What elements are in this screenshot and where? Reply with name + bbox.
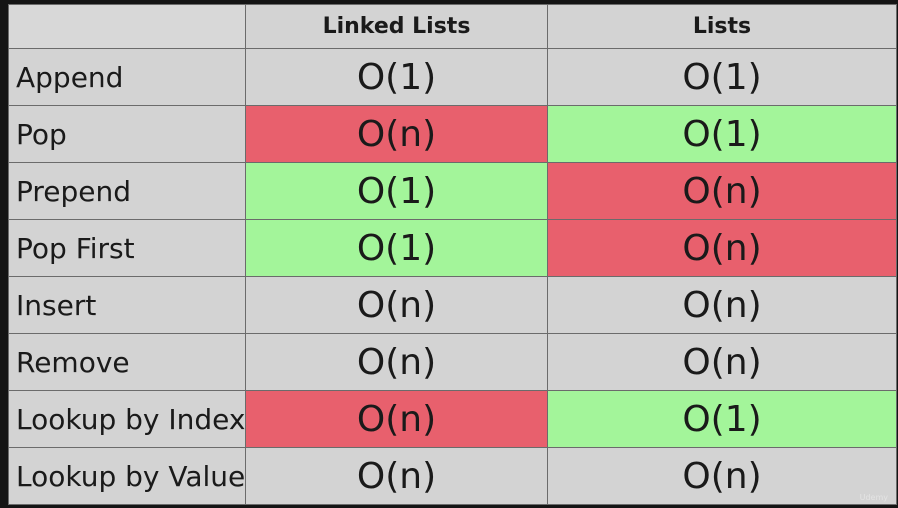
- linked-lists-cell: O(n): [245, 390, 548, 448]
- table-row: Prepend O(1) O(n): [8, 162, 897, 220]
- lists-cell: O(n): [547, 276, 897, 334]
- linked-lists-cell: O(n): [245, 447, 548, 505]
- operation-cell: Lookup by Value: [8, 447, 246, 505]
- complexity-table: Linked Lists Lists Append O(1) O(1) Pop …: [8, 4, 897, 505]
- operation-cell: Pop: [8, 105, 246, 163]
- operation-cell: Append: [8, 48, 246, 106]
- table-row: Lookup by Index O(n) O(1): [8, 390, 897, 448]
- table-row: Insert O(n) O(n): [8, 276, 897, 334]
- table-row: Append O(1) O(1): [8, 48, 897, 106]
- lists-cell: O(1): [547, 48, 897, 106]
- linked-lists-cell: O(n): [245, 105, 548, 163]
- linked-lists-cell: O(n): [245, 333, 548, 391]
- operation-cell: Pop First: [8, 219, 246, 277]
- operation-cell: Remove: [8, 333, 246, 391]
- lists-cell: O(1): [547, 390, 897, 448]
- operation-cell: Insert: [8, 276, 246, 334]
- table-row: Lookup by Value O(n) O(n): [8, 447, 897, 505]
- header-lists: Lists: [547, 4, 897, 49]
- table-body: Append O(1) O(1) Pop O(n) O(1) Prepend O…: [8, 48, 897, 505]
- slide-frame: Linked Lists Lists Append O(1) O(1) Pop …: [8, 4, 897, 506]
- header-linked-lists: Linked Lists: [245, 4, 548, 49]
- operation-cell: Prepend: [8, 162, 246, 220]
- linked-lists-cell: O(n): [245, 276, 548, 334]
- watermark-text: Udemy: [859, 493, 888, 502]
- linked-lists-cell: O(1): [245, 48, 548, 106]
- lists-cell: O(n): [547, 447, 897, 505]
- table-row: Pop O(n) O(1): [8, 105, 897, 163]
- header-corner-cell: [8, 4, 246, 49]
- header-row: Linked Lists Lists: [8, 4, 897, 49]
- linked-lists-cell: O(1): [245, 219, 548, 277]
- lists-cell: O(n): [547, 333, 897, 391]
- lists-cell: O(n): [547, 219, 897, 277]
- linked-lists-cell: O(1): [245, 162, 548, 220]
- table-row: Pop First O(1) O(n): [8, 219, 897, 277]
- lists-cell: O(n): [547, 162, 897, 220]
- table-row: Remove O(n) O(n): [8, 333, 897, 391]
- lists-cell: O(1): [547, 105, 897, 163]
- operation-cell: Lookup by Index: [8, 390, 246, 448]
